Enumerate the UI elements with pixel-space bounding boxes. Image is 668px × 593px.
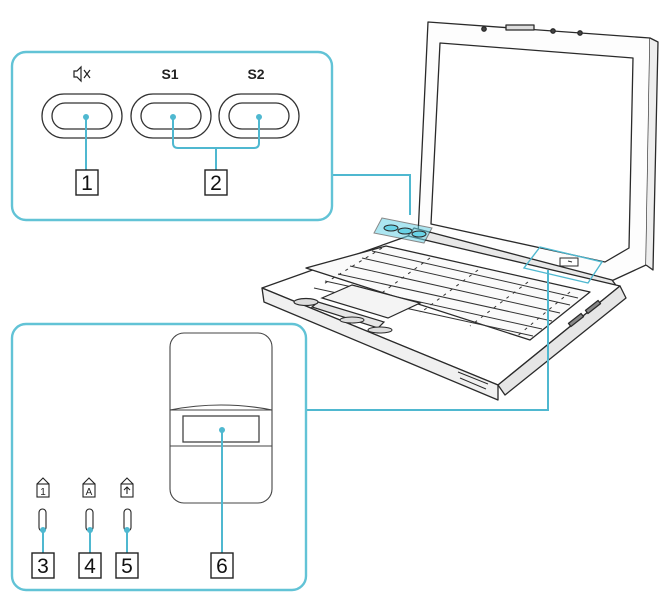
laptop-screen xyxy=(430,42,634,263)
laptop-touchpad xyxy=(293,284,422,329)
svg-text:4: 4 xyxy=(84,555,96,578)
callout-box-3: 3 xyxy=(31,552,55,579)
speaker-muted-icon xyxy=(73,65,91,83)
callout-box-2: 2 xyxy=(204,169,228,196)
callout-lines xyxy=(305,174,549,411)
callout-box-5: 5 xyxy=(115,552,139,579)
svg-text:A: A xyxy=(86,487,93,498)
svg-text:2: 2 xyxy=(210,172,222,195)
callout-box-4: 4 xyxy=(78,552,102,579)
svg-text:5: 5 xyxy=(121,555,133,578)
callout-box-6: 6 xyxy=(210,552,234,579)
s1-label: S1 xyxy=(161,66,178,82)
webcam-strip xyxy=(505,24,535,31)
scroll-lock-icon xyxy=(120,477,134,498)
callout-box-1: 1 xyxy=(75,169,99,196)
num-lock-icon: 1 xyxy=(36,477,50,498)
keyboard xyxy=(305,245,591,341)
callout-line-sensor xyxy=(305,270,549,411)
fingerprint-sensor xyxy=(169,332,273,504)
svg-text:3: 3 xyxy=(37,555,49,578)
svg-text:1: 1 xyxy=(81,172,93,195)
svg-text:6: 6 xyxy=(216,555,228,578)
callout-line-buttons xyxy=(331,174,411,215)
caps-lock-icon: A xyxy=(82,477,96,498)
laptop-button-cluster xyxy=(373,217,433,244)
laptop-illustration xyxy=(261,21,659,401)
s2-label: S2 xyxy=(247,66,264,82)
laptop-sensor-cluster xyxy=(522,246,604,284)
svg-text:1: 1 xyxy=(40,487,46,498)
